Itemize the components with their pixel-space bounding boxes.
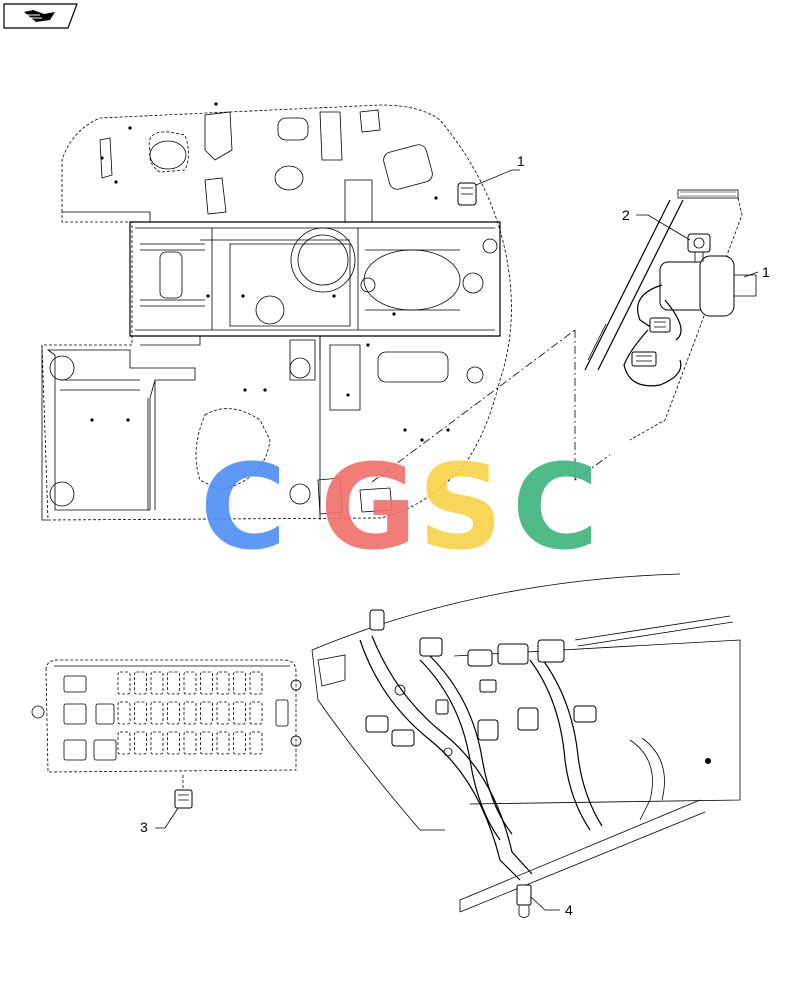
fuse-slot: [134, 701, 147, 725]
callout-4: 4: [530, 896, 573, 918]
fuse-slot: [134, 731, 147, 755]
fuse-slot: [117, 671, 131, 695]
callout-2: 2: [622, 207, 691, 241]
book-arrow-icon[interactable]: [3, 3, 78, 29]
fuse-box: [31, 659, 302, 809]
fuse-slot: [249, 701, 263, 725]
fuse-slot: [167, 731, 180, 755]
watermark-letter-g: G: [320, 438, 417, 576]
callout-1-top: 1: [475, 153, 525, 186]
callout-label-2: 2: [622, 207, 630, 223]
fuse-slot: [134, 671, 147, 695]
callout-label-1-right: 1: [762, 264, 770, 280]
fuse-slot: [150, 731, 164, 755]
callout-label-3: 3: [140, 819, 148, 835]
callout-label-4: 4: [565, 902, 573, 918]
fuse-slot: [216, 701, 230, 725]
relay-detail: [584, 189, 757, 441]
fuse-slot: [233, 671, 246, 695]
fuse-slot: [183, 731, 197, 755]
watermark-letter-s: S: [418, 438, 503, 576]
callout-1-right: 1: [743, 264, 770, 280]
fuse-slot: [233, 701, 246, 725]
fuse-slot: [216, 731, 230, 755]
watermark-letter-c2: C: [512, 438, 599, 576]
callout-3: 3: [140, 807, 179, 835]
callout-label-1-top: 1: [517, 153, 525, 169]
fuse-slot: [183, 671, 197, 695]
fuse-slot: [200, 671, 213, 695]
fuse-slot: [117, 731, 131, 755]
cab-floor-plate: [41, 102, 512, 521]
fuse-slot: [216, 671, 230, 695]
fuse-slot: [150, 671, 164, 695]
fuse-slot: [183, 701, 197, 725]
fuse-slot: [249, 731, 263, 755]
fuse-slot: [117, 701, 131, 725]
fuse-slot: [167, 671, 180, 695]
watermark-logo: C G S C: [200, 438, 599, 576]
watermark-letter-c1: C: [200, 438, 287, 576]
fuse-slot: [233, 731, 246, 755]
fuse-slot: [200, 701, 213, 725]
dash-harness: [311, 573, 741, 918]
fuse-slot: [200, 731, 213, 755]
fuse-slot: [249, 671, 263, 695]
fuse-slot: [150, 701, 164, 725]
fuse-slot: [167, 701, 180, 725]
